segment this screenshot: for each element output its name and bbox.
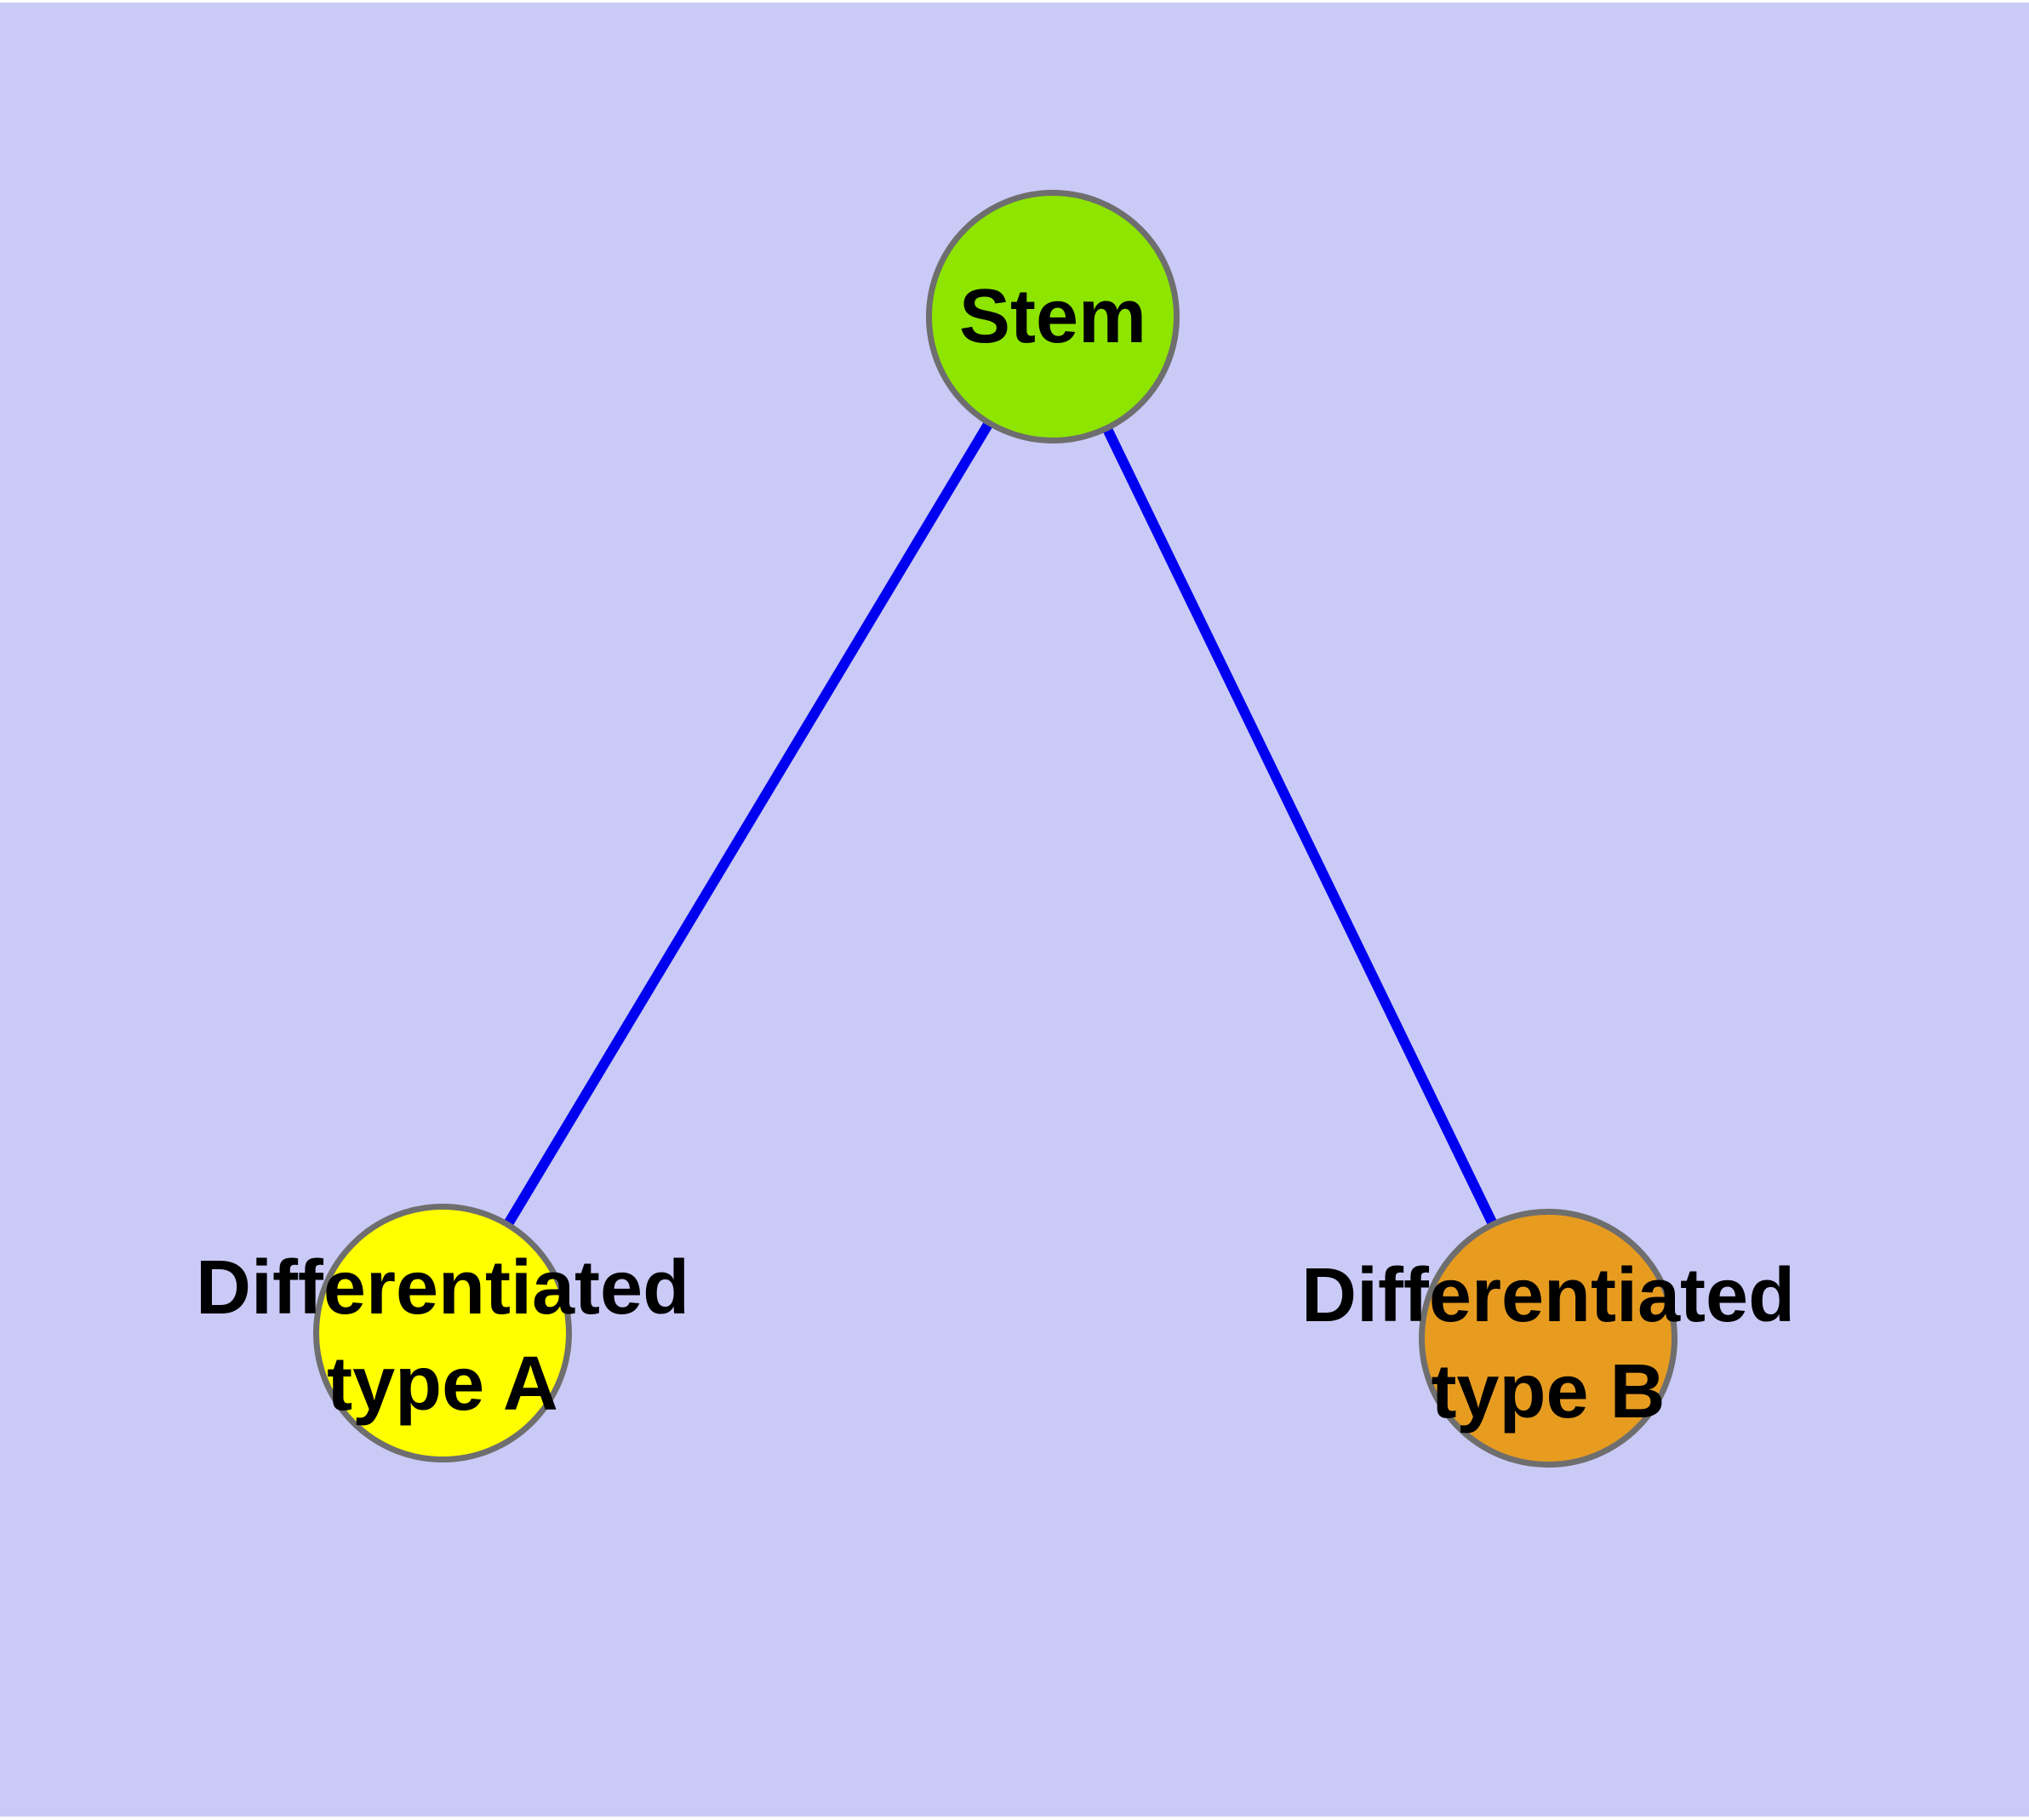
edge-stem-to-type-a [437,313,1058,1336]
node-differentiated-type-a [313,1204,572,1462]
top-white-margin [0,0,2029,3]
node-stem: Stem [926,190,1180,444]
bottom-white-margin [0,1817,2029,1820]
node-stem-label: Stem [958,274,1147,359]
node-differentiated-type-b [1419,1209,1677,1468]
node-differentiated-type-a-label: Differentiated type A [195,1245,690,1427]
node-differentiated-type-b-label: Differentiated type B [1300,1253,1796,1434]
edge-stem-to-type-b [1048,314,1553,1341]
